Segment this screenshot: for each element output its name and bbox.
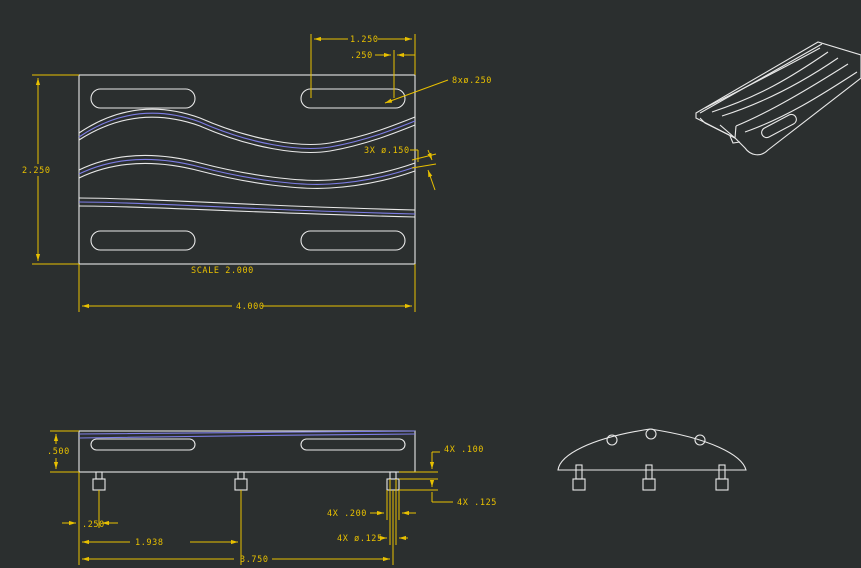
iso-view[interactable] [695, 41, 861, 156]
slot-top-right [300, 88, 406, 109]
dim-post-height-upper: 4X .100 [444, 445, 484, 455]
front-view-outline [78, 430, 416, 473]
slot-bottom-left [90, 230, 196, 251]
dim-thickness: .500 [47, 447, 70, 457]
dim-overall-height: 2.250 [22, 166, 51, 176]
front-slot-right [300, 438, 406, 451]
dim-post-spacing: 1.938 [135, 538, 164, 548]
dim-slot-length: 1.250 [350, 35, 379, 45]
dim-post-offset: .250 [82, 520, 105, 530]
dim-slot-offset: .250 [350, 51, 373, 61]
top-view-outline [78, 74, 416, 265]
dim-hole-note: 8xø.250 [452, 76, 492, 86]
dim-post-span: 3.750 [240, 555, 269, 565]
slot-top-left [90, 88, 196, 109]
front-view[interactable]: .500 .250 1.938 3.750 4X .100 [47, 430, 497, 565]
scale-note: SCALE 2.000 [191, 266, 254, 276]
top-dimensions: 2.250 4.000 1.250 .250 8xø.250 3X ø.150 [22, 34, 492, 312]
front-dimensions: .500 .250 1.938 3.750 4X .100 [47, 430, 497, 565]
grooves [78, 108, 416, 218]
dim-post-width: 4X .200 [327, 509, 367, 519]
posts [92, 471, 400, 491]
top-view[interactable]: 2.250 4.000 1.250 .250 8xø.250 3X ø.150 [22, 34, 492, 312]
dim-post-height-lower: 4X .125 [457, 498, 497, 508]
dim-post-neck: 4X ø.125 [337, 534, 383, 544]
slot-bottom-right [300, 230, 406, 251]
side-view[interactable] [557, 428, 747, 491]
front-slot-left [90, 438, 196, 451]
dim-overall-width: 4.000 [236, 302, 265, 312]
dim-groove-note: 3X ø.150 [364, 146, 410, 156]
